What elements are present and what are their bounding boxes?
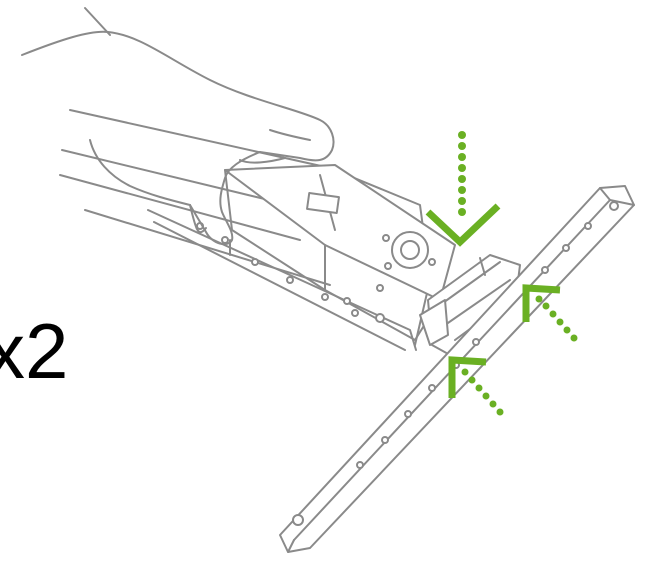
chevron-arrow-icon [428,131,498,242]
quantity-label: x2 [0,312,68,390]
